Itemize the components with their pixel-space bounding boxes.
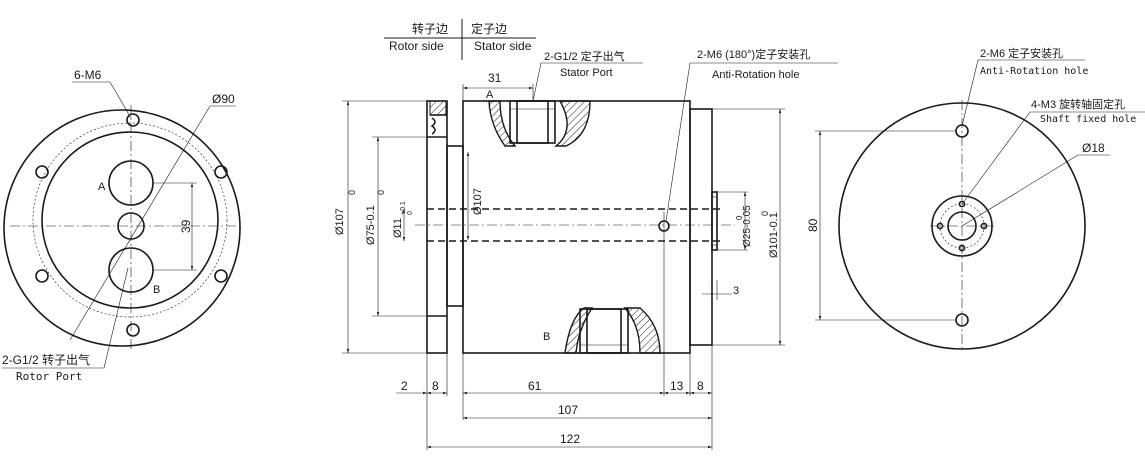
bolt-hole: [35, 165, 49, 179]
side-header: 转子边 Rotor side 定子边 Stator side: [384, 19, 536, 60]
section-port-b: B: [543, 331, 550, 343]
dia-107-inner: Ø107: [472, 188, 484, 215]
rotor-port-en: Rotor Port: [16, 370, 82, 383]
bolt-hole: [214, 165, 228, 179]
dim-8a: 8: [432, 379, 439, 393]
dim-80: 80: [806, 218, 820, 232]
port-a-label: A: [98, 181, 106, 193]
dia-11-tol: +0.1: [400, 201, 407, 215]
dia-107-left: Ø107: [334, 208, 346, 235]
rotor-port-cn: 2-G1/2 转子出气: [2, 352, 90, 367]
stator-port-en: Stator Port: [560, 67, 613, 79]
dim-3: 3: [733, 285, 739, 297]
stator-side-en: Stator side: [474, 39, 532, 53]
section-port-a: A: [486, 89, 494, 101]
shaft-hole-cn: 4-M3 旋转轴固定孔: [1031, 97, 1125, 111]
shaft-hole-en: Shaft fixed hole: [1040, 114, 1136, 125]
dia-25-tol: 0: [735, 215, 744, 220]
dia-11: Ø11: [392, 218, 404, 238]
anti-rot-en-section: Anti-Rotation hole: [712, 69, 799, 81]
dia-75: Ø75-0.1: [365, 205, 377, 245]
anti-rot-cn-right: 2-M6 定子安装孔: [980, 46, 1063, 60]
spacing-dim-39: 39: [179, 219, 193, 233]
dim-top-31: 31: [488, 71, 502, 85]
port-b-label: B: [153, 284, 160, 296]
dim-8b: 8: [697, 379, 704, 393]
dim-61: 61: [528, 379, 542, 393]
tol-zero-left: 0: [347, 190, 357, 195]
dim-13: 13: [670, 379, 684, 393]
dia-18-label: Ø18: [1082, 141, 1105, 155]
dim-2: 2: [401, 379, 408, 393]
rotor-side-cn: 转子边: [412, 21, 448, 36]
bolt-hole: [35, 269, 49, 283]
section-view: A B Ø107 0 Ø75-0.1 0 Ø11 +0.1 0 Ø107 Ø25…: [334, 47, 838, 450]
anti-rot-en-right: Anti-Rotation hole: [980, 66, 1088, 77]
dia-101: Ø101-0.1: [768, 212, 780, 258]
dia-25: Ø25-0.05: [742, 205, 753, 247]
stator-port-cn: 2-G1/2 定子出气: [544, 49, 625, 63]
dia-101-tol: 0: [760, 211, 770, 216]
right-end-view: 80 2-M6 定子安装孔 Anti-Rotation hole 4-M3 旋转…: [806, 46, 1145, 350]
dim-122: 122: [560, 432, 580, 446]
shaft-screw-hole: [958, 200, 966, 208]
tol-zero-75: 0: [376, 190, 386, 195]
left-end-view: 39 A B 6-M6 Ø90 2-G1/2 转子出气 Rotor Port: [2, 68, 241, 383]
stator-side-cn: 定子边: [471, 21, 507, 36]
bolt-hole: [126, 323, 140, 337]
bolt-hole: [214, 269, 228, 283]
dia-11-tol2: 0: [407, 211, 414, 215]
pcd-label: Ø90: [212, 92, 235, 106]
bolt-hole: [126, 113, 140, 127]
bolt-pattern-label: 6-M6: [74, 68, 102, 82]
rotor-side-en: Rotor side: [389, 39, 444, 53]
anti-rot-cn-section: 2-M6 (180°)定子安装孔: [697, 47, 810, 61]
dim-107: 107: [558, 403, 578, 417]
